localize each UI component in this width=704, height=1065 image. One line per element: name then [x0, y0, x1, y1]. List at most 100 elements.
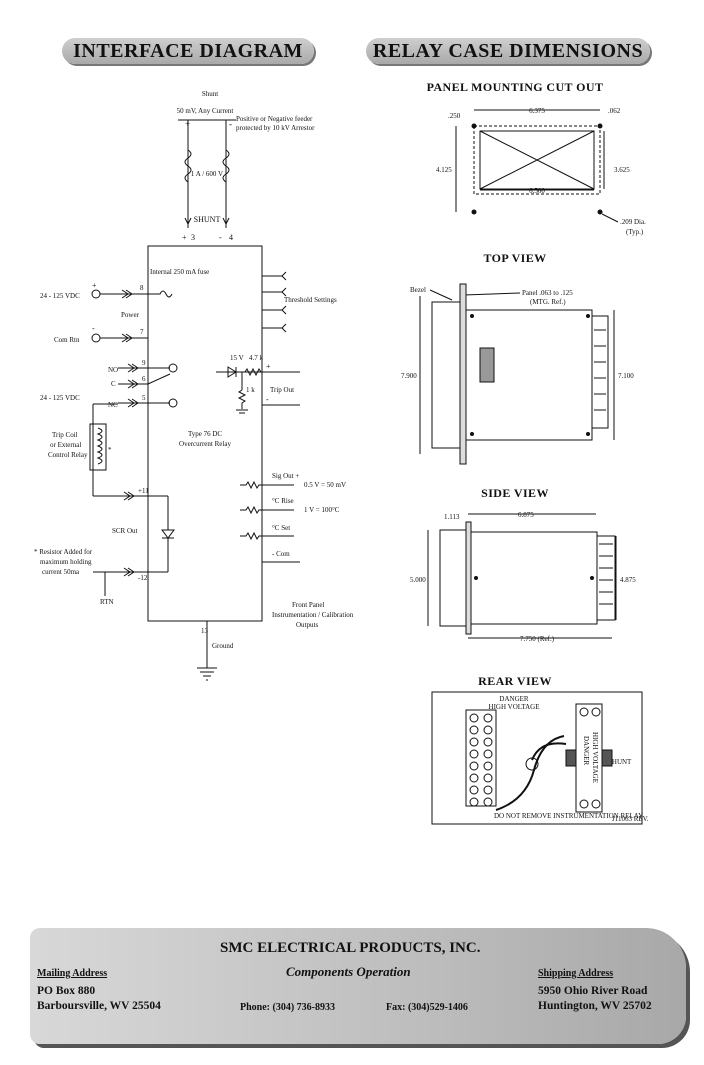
trip-coil-label-1: Trip Coil	[52, 431, 78, 439]
terminal-3-plus: +	[182, 233, 187, 242]
rear-shunt-label: SHUNT	[608, 758, 632, 766]
supply-1-plus: +	[92, 281, 97, 290]
panel-cutout-drawing: 6.375 .250 .062 4.125 3.625 6.500 .209 D…	[436, 107, 646, 236]
trip-coil-icon	[96, 427, 103, 465]
terminal-12-label: -12	[138, 574, 148, 582]
trip-coil-asterisk: *	[108, 446, 112, 454]
trip-out-label: Trip Out	[270, 386, 294, 394]
trip-out-plus: +	[266, 362, 271, 371]
danger-label-1: DANGER	[499, 695, 528, 703]
terminal-4-label: 4	[229, 233, 233, 242]
com-rtn-label: Com Rtn	[54, 336, 80, 344]
com-label: - Com	[272, 550, 290, 558]
rtn-label: RTN	[100, 598, 114, 606]
supply-1-label: 24 - 125 VDC	[40, 292, 80, 300]
panel-thickness-1: Panel .063 to .125	[522, 289, 573, 297]
fuse-rating: 1 A / 600 V	[191, 170, 223, 178]
dim-7100: 7.100	[618, 372, 634, 380]
dim-6375: 6.375	[529, 107, 545, 115]
fuse-right-icon	[222, 149, 230, 183]
terminal-4-minus: -	[219, 233, 222, 242]
r47-label: 4.7 k	[249, 354, 264, 362]
r1k-label: 1 k	[246, 386, 255, 394]
bezel-label: Bezel	[410, 286, 426, 294]
no-label: NO	[108, 366, 118, 374]
rear-view-title: REAR VIEW	[478, 674, 552, 688]
dim-6875: 6.875	[518, 511, 534, 519]
mailing-line-1: PO Box 880	[37, 985, 96, 997]
dim-3625: 3.625	[614, 166, 630, 174]
side-danger-label: DANGER	[582, 736, 590, 765]
shipping-label: Shipping Address	[538, 968, 614, 979]
shunt-minus: -	[229, 119, 232, 129]
resistor-note-2: maximum holding	[40, 558, 92, 566]
panel-thickness-2: (MTG. Ref.)	[530, 298, 566, 306]
front-panel-label-3: Outputs	[296, 621, 318, 629]
c-label: C	[111, 380, 116, 388]
front-panel-label-1: Front Panel	[292, 601, 325, 609]
shunt-label: SHUNT	[194, 215, 221, 224]
mailing-label: Mailing Address	[37, 968, 108, 979]
division-name: Components Operation	[286, 964, 411, 979]
fuse-left-icon	[184, 149, 192, 183]
zener-icon	[227, 366, 237, 378]
dim-4875: 4.875	[620, 576, 636, 584]
side-view-drawing: 1.113 6.875 5.000 4.875 7.750 (Ref.)	[410, 511, 636, 643]
mailing-line-2: Barboursville, WV 25504	[37, 1000, 161, 1012]
scr-out-label: SCR Out	[112, 527, 138, 535]
side-hv-label: HIGH VOLTAGE	[591, 732, 599, 783]
interface-diagram-title: INTERFACE DIAGRAM	[62, 38, 314, 64]
com-rtn-terminal-icon	[91, 333, 101, 343]
footer-background	[30, 928, 686, 1044]
rear-bottom-note: DO NOT REMOVE INSTRUMENTATION RELAY	[494, 812, 643, 820]
dim-250: .250	[448, 112, 461, 120]
resistor-note-1: * Resistor Added for	[34, 548, 93, 556]
c-rise-label: °C Rise	[272, 497, 294, 505]
company-name: SMC ELECTRICAL PRODUCTS, INC.	[220, 940, 481, 956]
fax-number: Fax: (304)529-1406	[386, 1002, 468, 1013]
phone-number: Phone: (304) 736-8933	[240, 1002, 335, 1013]
supply-2-label: 24 - 125 VDC	[40, 394, 80, 402]
interface-diagram-title-text: INTERFACE DIAGRAM	[73, 39, 303, 62]
terminal-6-label: 6	[142, 375, 146, 383]
terminal-5-label: 5	[142, 394, 146, 402]
dim-1113: 1.113	[444, 513, 460, 521]
relay-type-2: Overcurrent Relay	[179, 440, 231, 448]
dim-5000: 5.000	[410, 576, 426, 584]
com-rtn-minus: -	[92, 324, 95, 333]
dim-062: .062	[608, 107, 621, 115]
shipping-line-2: Huntington, WV 25702	[538, 1000, 652, 1012]
company-footer: SMC ELECTRICAL PRODUCTS, INC. Components…	[30, 928, 686, 1044]
top-view-drawing: Bezel Panel .063 to .125 (MTG. Ref.) 7.9…	[401, 283, 634, 465]
trip-coil-label-3: Control Relay	[48, 451, 88, 459]
feeder-note-2: protected by 10 kV Arrestor	[236, 124, 315, 132]
rear-part-no: J11063 REV.	[612, 815, 649, 823]
resistor-note-3: current 50ma	[42, 568, 80, 576]
relay-case-dimensions-title-text: RELAY CASE DIMENSIONS	[372, 39, 644, 62]
feeder-note-1: Positive or Negative feeder	[236, 115, 313, 123]
shipping-line-1: 5950 Ohio River Road	[538, 985, 648, 997]
shunt-rating-label: 50 mV, Any Current	[177, 107, 234, 115]
hole-dia-2: (Typ.)	[626, 228, 644, 236]
dim-7900: 7.900	[401, 372, 417, 380]
c-set-label: °C Set	[272, 524, 290, 532]
hole-dia-1: .209 Dia.	[620, 218, 646, 226]
top-view-title: TOP VIEW	[483, 251, 547, 265]
terminal-3-label: 3	[191, 233, 195, 242]
ground-label: Ground	[212, 642, 234, 650]
dim-7750: 7.750 (Ref.)	[520, 635, 555, 643]
front-panel-label-2: Instrumentation / Calibration	[272, 611, 354, 619]
zener-label: 15 V	[230, 354, 244, 362]
dim-4125: 4.125	[436, 166, 452, 174]
terminal-11-label: +11	[138, 487, 149, 495]
ground-icon	[197, 667, 217, 681]
nc-label: NC	[108, 401, 118, 409]
internal-fuse-label: Internal 250 mA fuse	[150, 268, 209, 276]
sig-out-label: Sig Out +	[272, 472, 299, 480]
side-view-title: SIDE VIEW	[481, 486, 549, 500]
sig-scale-label: 0.5 V = 50 mV	[304, 481, 346, 489]
terminal-9-label: 9	[142, 359, 146, 367]
terminal-7-label: 7	[140, 328, 144, 336]
relay-box	[147, 245, 263, 622]
